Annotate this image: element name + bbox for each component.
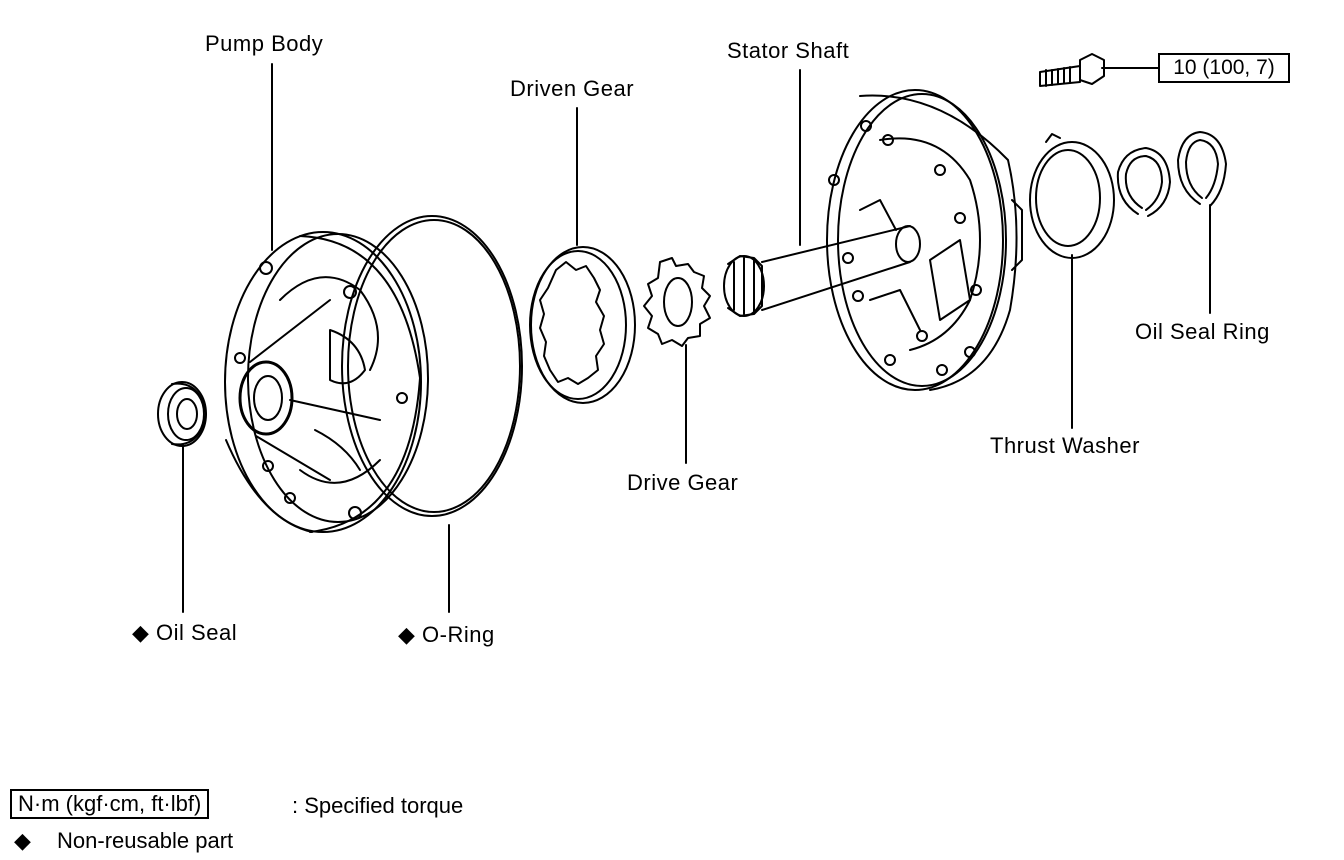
thrust-washer-part xyxy=(1029,133,1115,259)
torque-spec-box: 10 (100, 7) xyxy=(1158,53,1290,83)
stator-shaft-part xyxy=(723,225,921,317)
label-o-ring-text: O-Ring xyxy=(422,622,495,647)
stator-plate-part xyxy=(826,89,1023,391)
legend-torque-units: N·m (kgf·cm, ft·lbf) xyxy=(10,789,210,819)
drive-gear-part xyxy=(643,257,711,347)
leader-lines xyxy=(182,63,1211,613)
diamond-icon: ◆ xyxy=(398,622,416,647)
label-stator-shaft: Stator Shaft xyxy=(727,38,850,63)
driven-gear-part xyxy=(529,246,636,404)
label-thrust-washer: Thrust Washer xyxy=(990,433,1140,458)
diamond-icon: ◆ xyxy=(14,828,31,853)
oil-seal-part xyxy=(157,381,207,447)
oil-seal-rings-part xyxy=(1116,131,1227,217)
bolt-part xyxy=(1039,53,1105,87)
label-oil-seal-ring: Oil Seal Ring xyxy=(1135,319,1270,344)
label-o-ring: ◆ O-Ring xyxy=(398,624,495,646)
legend-non-reusable: ◆ Non-reusable part xyxy=(14,830,233,852)
label-oil-seal: ◆ Oil Seal xyxy=(132,622,237,644)
o-ring-part xyxy=(341,215,523,517)
legend-torque-desc: : Specified torque xyxy=(292,793,464,818)
legend-non-reusable-text: Non-reusable part xyxy=(57,828,234,853)
label-driven-gear: Driven Gear xyxy=(510,76,635,101)
label-pump-body: Pump Body xyxy=(205,31,324,56)
label-oil-seal-text: Oil Seal xyxy=(156,620,238,645)
label-drive-gear: Drive Gear xyxy=(627,470,739,495)
diamond-icon: ◆ xyxy=(132,620,150,645)
pump-body-part xyxy=(224,231,429,533)
